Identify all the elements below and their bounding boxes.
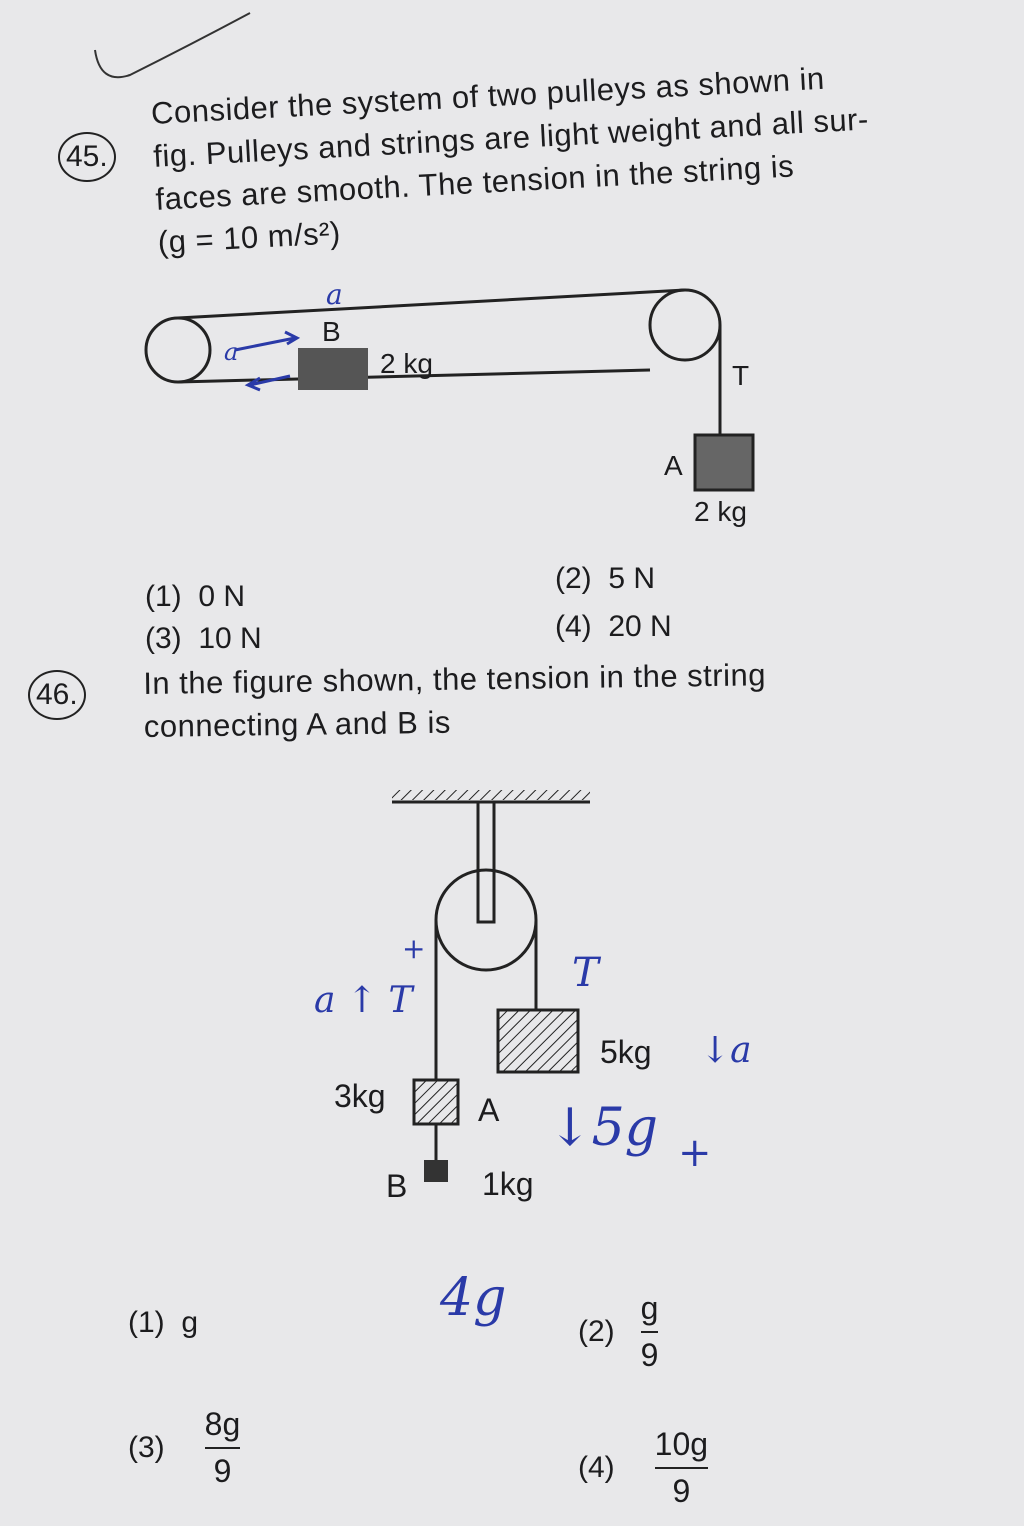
right-pulley: [648, 288, 722, 362]
left-pulley: [144, 316, 212, 384]
annotation: T: [572, 950, 599, 996]
block-b: [424, 1160, 448, 1182]
block-b-mass: 2 kg: [380, 348, 433, 379]
option-3[interactable]: (3) 10 N: [145, 622, 262, 655]
block-a: [693, 433, 755, 492]
label-b: B: [386, 1168, 408, 1204]
checkmark-icon: [94, 12, 251, 79]
question-number: 45.: [58, 132, 116, 182]
annotation: ↓5g: [548, 1098, 658, 1158]
option-1[interactable]: (1) 0 N: [145, 580, 246, 613]
question-45: 45. Consider the system of two pulleys a…: [0, 0, 1024, 660]
tension-label: T: [732, 360, 750, 391]
pulley: [434, 868, 538, 972]
pulley-figure-45: [144, 288, 755, 492]
annotation-acceleration: a: [326, 278, 343, 311]
option-1[interactable]: (1) g: [128, 1306, 199, 1339]
block-5kg: [496, 1008, 580, 1074]
mass-1kg: 1kg: [482, 1166, 534, 1202]
mass-5kg: 5kg: [600, 1034, 652, 1070]
annotation: +: [678, 1130, 712, 1176]
annotation: 4g: [440, 1268, 507, 1328]
option-2[interactable]: (2) 5 N: [555, 562, 656, 595]
annotation: +: [402, 932, 426, 965]
option-4[interactable]: (4) 20 N: [555, 610, 672, 643]
annotation: ↓a: [700, 1030, 752, 1071]
block-a-mass: 2 kg: [694, 496, 747, 527]
annotation-acceleration: a: [224, 338, 239, 366]
question-number: 46.: [28, 670, 86, 720]
block-a: [412, 1078, 460, 1126]
block-b: [298, 348, 368, 390]
question-46: 46. In the figure shown, the tension in …: [0, 650, 1024, 1526]
block-a-label: A: [664, 450, 683, 481]
label-a: A: [478, 1092, 500, 1128]
mass-3kg: 3kg: [334, 1078, 386, 1114]
pulley-figure-46: [392, 790, 590, 1182]
annotation: a ↑ T: [314, 980, 413, 1021]
block-b-label: B: [322, 316, 341, 347]
